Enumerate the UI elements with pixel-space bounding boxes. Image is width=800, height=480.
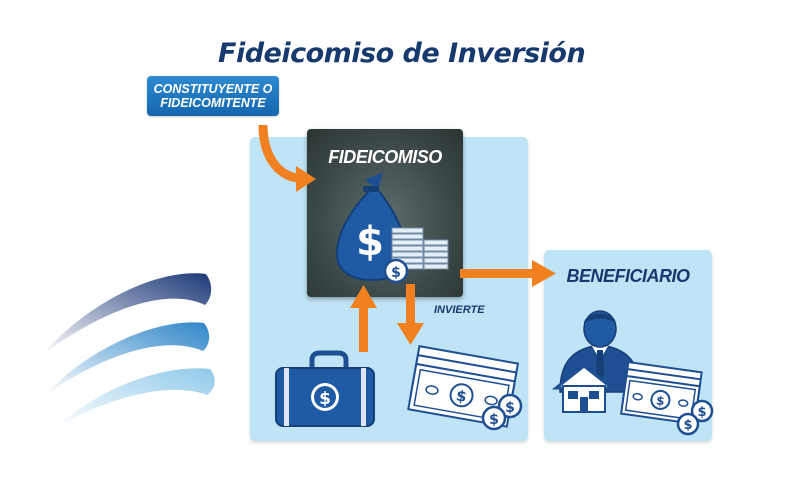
svg-text:$: $ <box>489 412 499 428</box>
svg-text:$: $ <box>505 400 515 416</box>
svg-text:$: $ <box>356 219 384 265</box>
settlor-label: CONSTITUYENTE O FIDEICOMITENTE <box>147 76 279 116</box>
svg-text:$: $ <box>683 418 692 433</box>
svg-text:$: $ <box>697 405 706 420</box>
svg-text:$: $ <box>455 386 468 406</box>
trust-title: FIDEICOMISO <box>328 147 442 167</box>
svg-text:$: $ <box>391 265 401 281</box>
svg-text:$: $ <box>319 389 331 409</box>
invests-label: INVIERTE <box>434 304 485 316</box>
diagram-title: Fideicomiso de Inversión <box>218 38 586 69</box>
svg-text:$: $ <box>655 393 665 408</box>
beneficiary-title: BENEFICIARIO <box>566 266 690 286</box>
